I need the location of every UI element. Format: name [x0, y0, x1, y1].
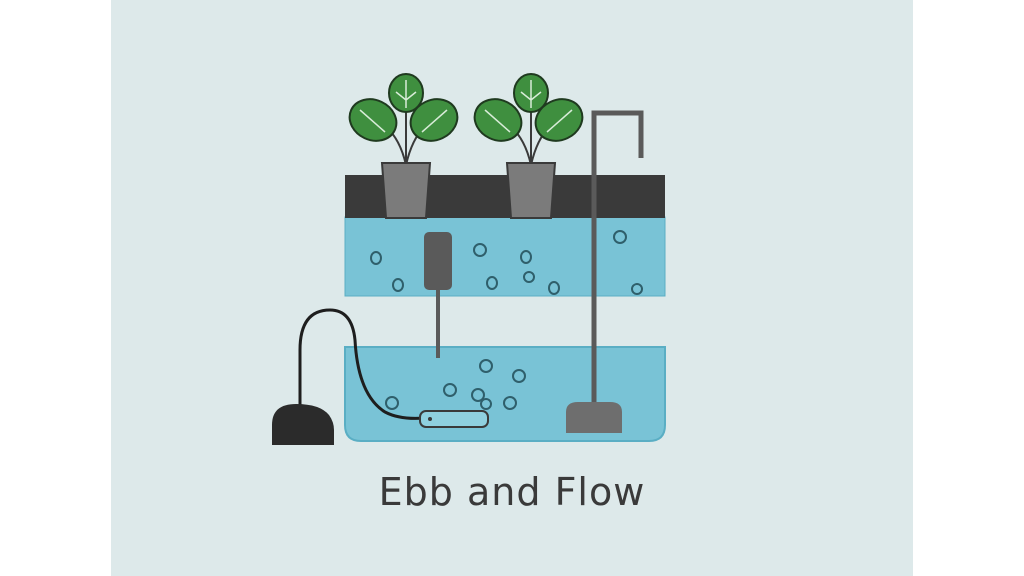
submersible-pump-icon [424, 232, 452, 358]
bubble-icon [471, 388, 485, 402]
bubble-icon [520, 250, 532, 264]
bubble-icon [613, 230, 627, 244]
pot-icon [505, 162, 557, 219]
bubble-icon [392, 278, 404, 292]
bubble-icon [473, 243, 487, 257]
plant-icon [348, 73, 459, 166]
grow-bed-bubbles [370, 230, 643, 295]
diagram-caption: Ebb and Flow [378, 470, 646, 514]
bubble-icon [385, 396, 399, 410]
bubble-icon [443, 383, 457, 397]
grow-bed-water [344, 216, 666, 297]
bubble-icon [548, 281, 560, 295]
bubble-icon [370, 251, 382, 265]
bubble-icon [523, 271, 535, 283]
bubble-icon [480, 398, 492, 410]
plant-icon [473, 73, 584, 166]
bubble-icon [479, 359, 493, 373]
air-pump-icon [272, 308, 426, 445]
bubble-icon [631, 283, 643, 295]
bubble-icon [503, 396, 517, 410]
bubble-icon [486, 276, 498, 290]
bubble-icon [512, 369, 526, 383]
air-stone-icon [419, 410, 489, 428]
reservoir-bubbles [385, 359, 526, 410]
overflow-pipe-icon [566, 110, 644, 433]
pot-icon [380, 162, 432, 219]
